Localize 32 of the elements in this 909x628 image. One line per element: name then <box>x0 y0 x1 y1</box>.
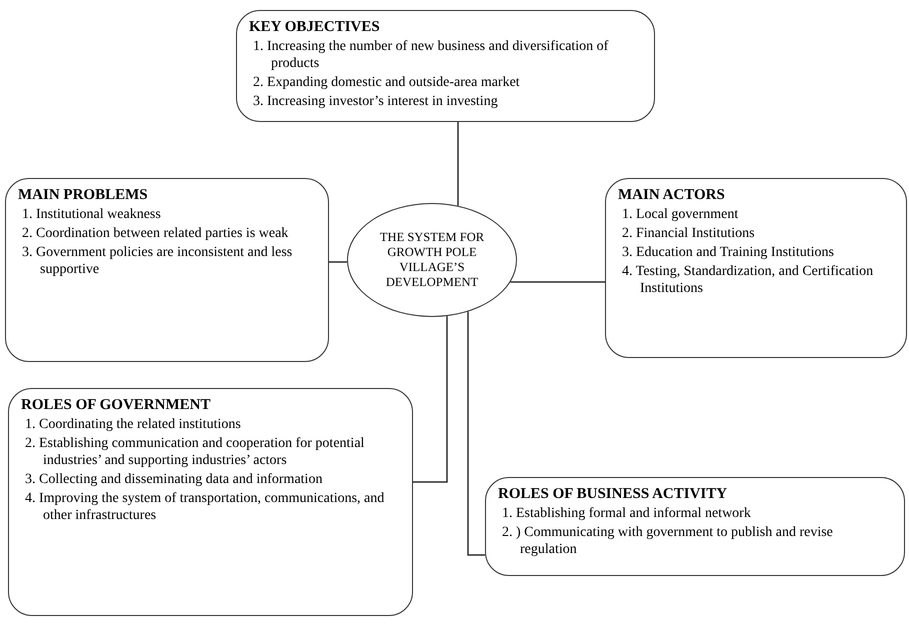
connector-line <box>329 261 348 263</box>
list-item: 2. Coordination between related parties is weak <box>21 225 290 242</box>
list-item: 3. Education and Training Institutions <box>621 244 835 261</box>
center-title: THE SYSTEM FOR GROWTH POLE VILLAGE’S DEVELOPMENT <box>378 230 486 290</box>
list-item: 2. Expanding domestic and outside-area market <box>252 74 521 91</box>
list-item: 2. Establishing communication and cooperation for potential industries’ and supporting industries’ actors <box>24 435 366 469</box>
list-item: 1. Establishing formal and informal network <box>501 505 752 522</box>
connector-line <box>467 312 485 556</box>
box-heading: ROLES OF BUSINESS ACTIVITY <box>498 485 728 503</box>
rounded-box <box>5 178 329 362</box>
list-item: 1. Increasing the number of new business and diversification of products <box>252 38 610 72</box>
list-item: 1. Local government <box>621 206 740 223</box>
rounded-box <box>485 477 905 576</box>
list-item: 4. Improving the system of transportation, communications, and other infrastructures <box>24 490 386 524</box>
list-item: 3. Increasing investor’s interest in investing <box>252 93 499 110</box>
list-item: 2. ) Communicating with government to publish and revise regulation <box>501 524 834 558</box>
box-heading: KEY OBJECTIVES <box>249 18 381 36</box>
list-item: 4. Testing, Standardization, and Certification Institutions <box>621 263 874 297</box>
box-heading: ROLES OF GOVERNMENT <box>21 396 212 414</box>
list-item: 2. Financial Institutions <box>621 225 756 242</box>
connector-line <box>413 316 448 483</box>
rounded-box <box>236 10 655 122</box>
list-item: 3. Collecting and disseminating data and information <box>24 471 324 488</box>
box-heading: MAIN PROBLEMS <box>18 186 149 204</box>
list-item: 1. Coordinating the related institutions <box>24 416 242 433</box>
list-item: 1. Institutional weakness <box>21 206 162 223</box>
rounded-box <box>605 178 907 358</box>
connector-line <box>510 281 605 283</box>
box-heading: MAIN ACTORS <box>618 186 726 204</box>
connector-line <box>457 122 459 206</box>
rounded-box <box>8 388 413 616</box>
list-item: 3. Government policies are inconsistent and less supportive <box>21 244 294 278</box>
